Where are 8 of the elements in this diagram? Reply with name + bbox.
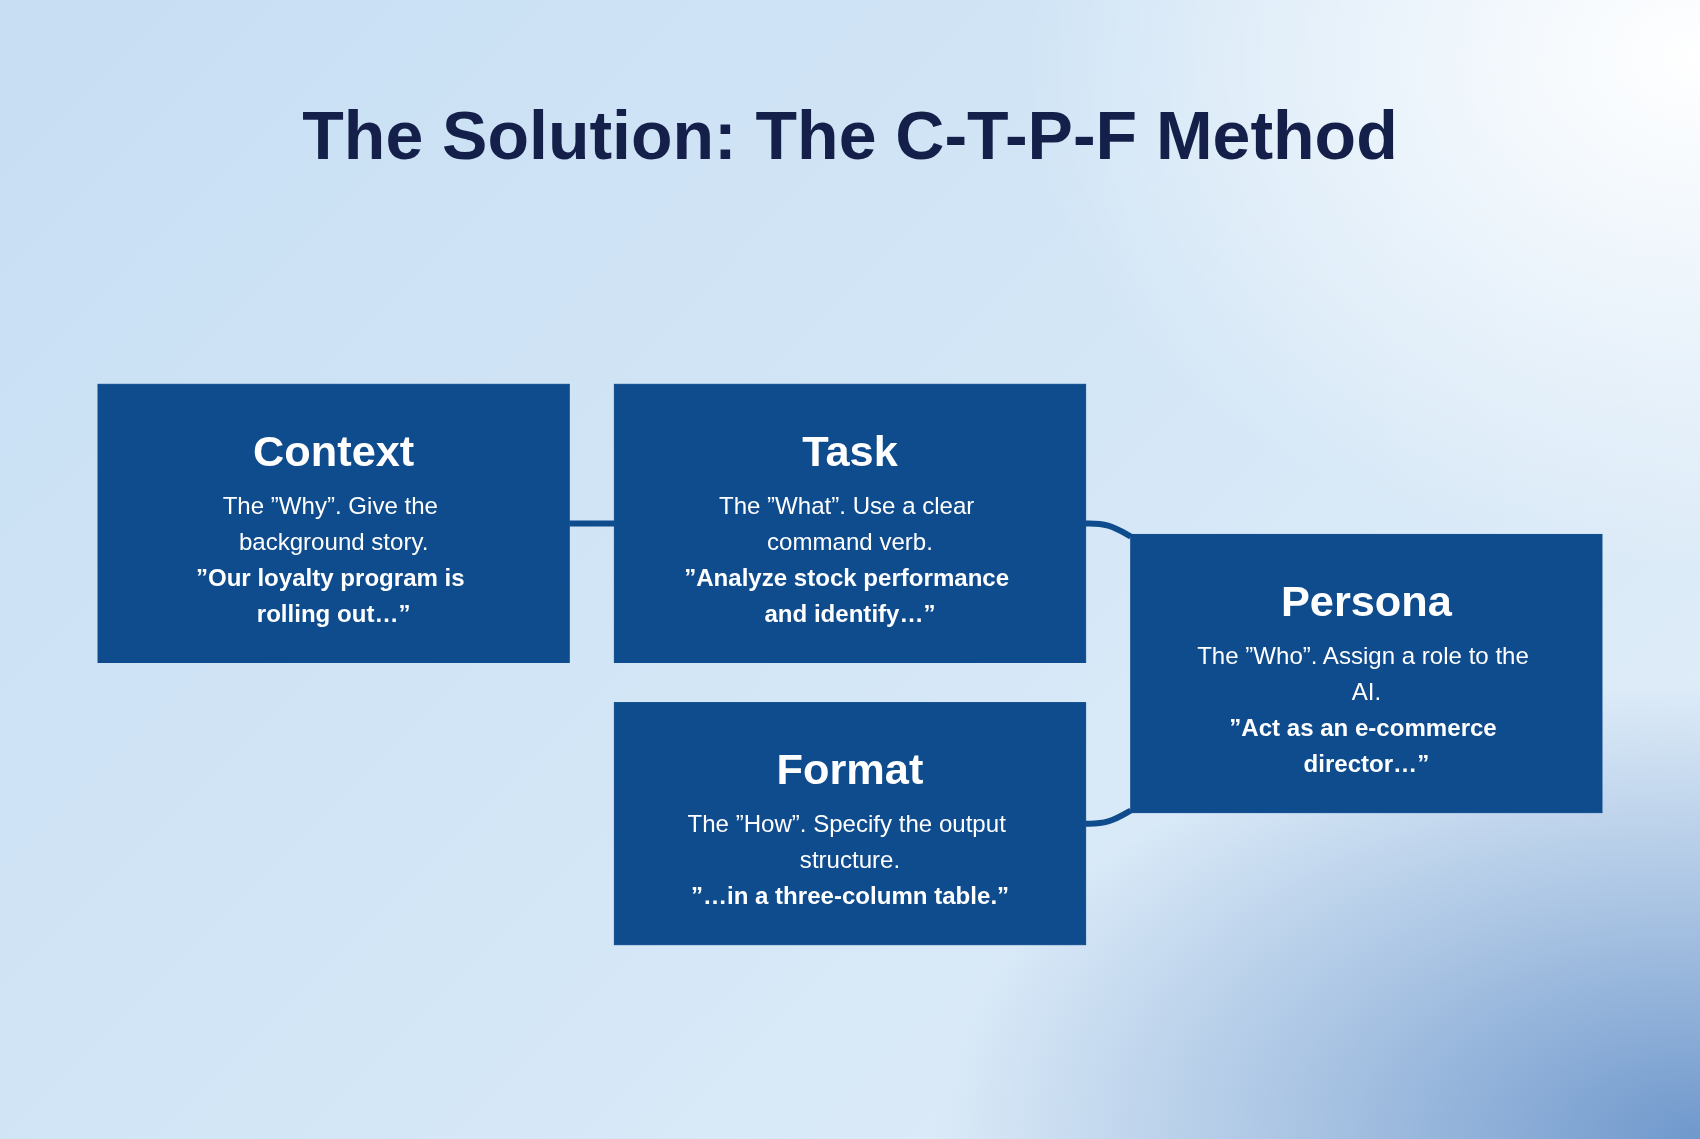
title: The Solution: The C-T-P-F Method: [302, 96, 1398, 175]
connector: [569, 520, 615, 527]
node-box: Persona The ”Who”. Assign a role to the AI. ”Act as an e-commerce director…”: [1130, 533, 1603, 814]
connector: [1085, 807, 1133, 827]
node-box: Context The ”Why”. Give the background story. ”Our loyalty program is rolling out…”: [97, 383, 570, 663]
node-box: Format The ”How”. Specify the output structure. ”…in a three-column table.”: [613, 702, 1087, 946]
node-box: Task The ”What”. Use a clear command verb. ”Analyze stock performance and identify…”: [613, 383, 1087, 663]
connector: [1085, 520, 1133, 540]
